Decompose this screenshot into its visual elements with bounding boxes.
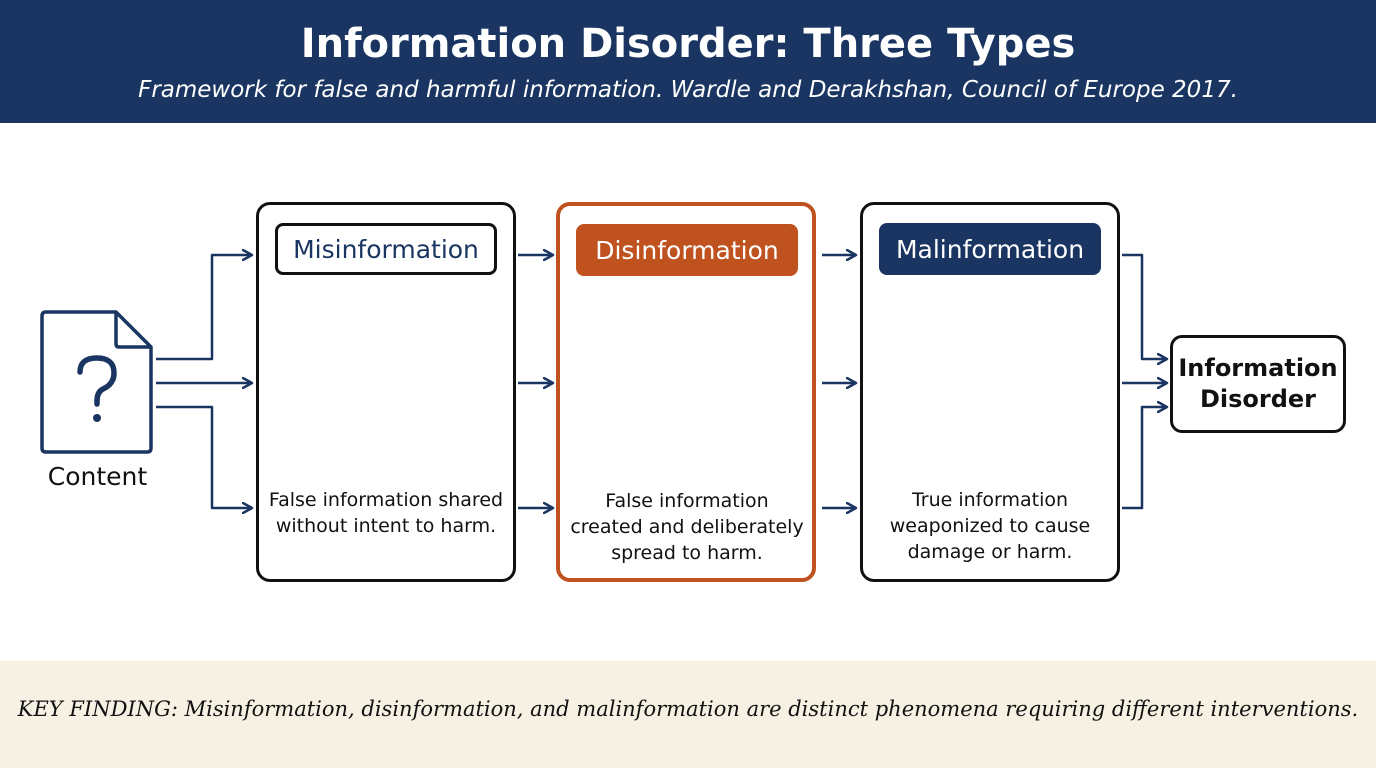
question-mark-dot	[93, 414, 101, 422]
description-disinformation: False information created and deliberate…	[570, 490, 804, 564]
connector-content-top	[156, 255, 252, 361]
description-misinformation: False information shared without intent …	[268, 489, 504, 537]
key-finding-text: KEY FINDING: Misinformation, disinformat…	[17, 697, 1359, 721]
page-subtitle: Framework for false and harmful informat…	[138, 77, 1238, 103]
description-malinformation: True information weaponized to cause dam…	[889, 489, 1091, 563]
card-misinformation: Misinformation False information shared …	[256, 202, 516, 582]
outcome-label: Information Disorder	[1178, 354, 1338, 413]
card-disinformation: Disinformation False information created…	[556, 202, 816, 582]
connector-outcome-top	[1122, 253, 1167, 359]
connector-content-bottom	[156, 405, 252, 508]
page-title: Information Disorder: Three Types	[300, 21, 1076, 67]
question-document-icon	[40, 310, 153, 454]
outcome-box: Information Disorder	[1170, 335, 1346, 433]
tag-malinformation: Malinformation	[879, 223, 1101, 275]
key-finding-banner: KEY FINDING: Misinformation, disinformat…	[0, 661, 1376, 768]
card-malinformation: Malinformation True information weaponiz…	[860, 202, 1120, 582]
connector-outcome-bottom	[1122, 407, 1167, 510]
header-banner: Information Disorder: Three Types Framew…	[0, 0, 1376, 123]
tag-misinformation: Misinformation	[275, 223, 497, 275]
content-label: Content	[47, 462, 148, 491]
tag-disinformation: Disinformation	[576, 224, 798, 276]
question-mark-glyph	[77, 355, 117, 407]
